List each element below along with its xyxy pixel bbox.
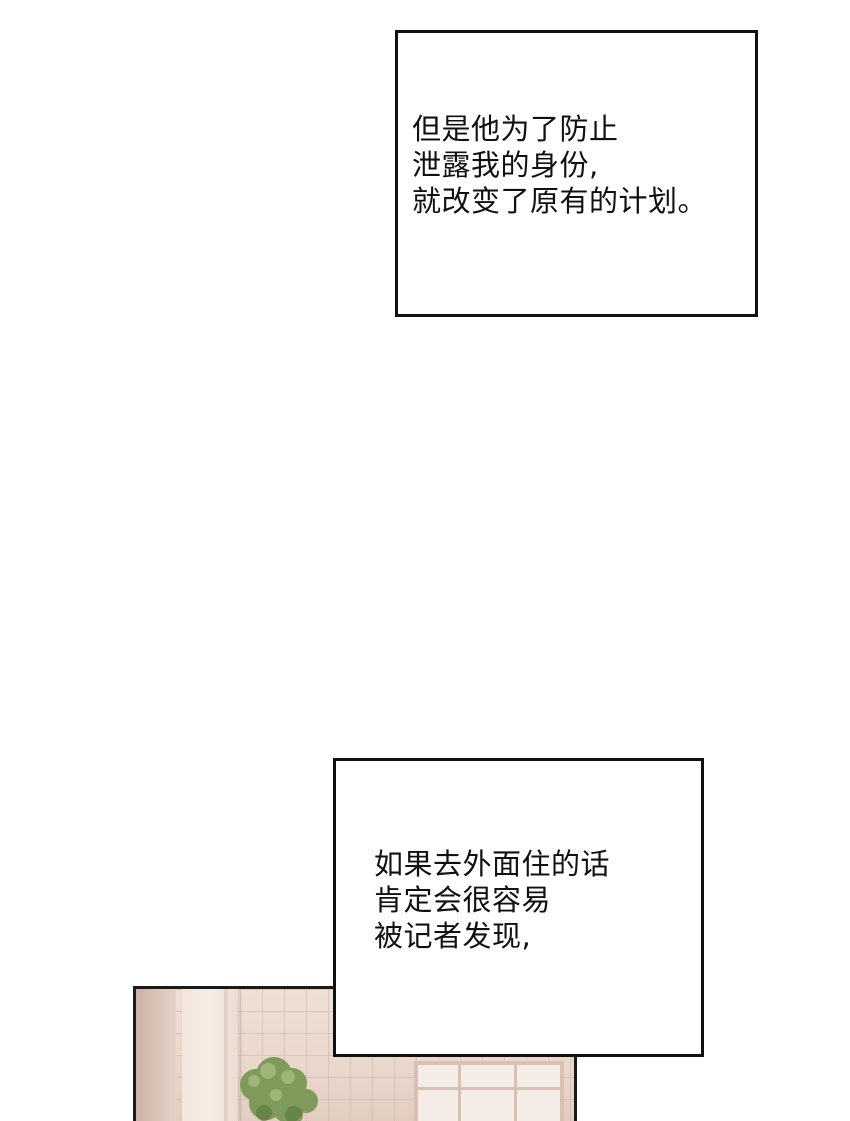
wall-pillar bbox=[182, 989, 238, 1121]
caption-text-top: 但是他为了防止 泄露我的身份, 就改变了原有的计划。 bbox=[412, 111, 707, 219]
window-mullion bbox=[458, 1065, 461, 1121]
caption-line: 就改变了原有的计划。 bbox=[412, 184, 708, 218]
caption-line: 泄露我的身份, bbox=[412, 148, 599, 182]
window-mullion bbox=[514, 1065, 517, 1121]
pillar-edge bbox=[224, 989, 228, 1121]
caption-line: 肯定会很容易 bbox=[374, 883, 552, 917]
caption-box-top: 但是他为了防止 泄露我的身份, 就改变了原有的计划。 bbox=[395, 30, 758, 317]
window bbox=[414, 1061, 564, 1121]
caption-line: 被记者发现, bbox=[374, 919, 532, 953]
left-wall-shadow bbox=[136, 989, 176, 1121]
window-transom bbox=[418, 1087, 560, 1090]
plant-illustration bbox=[240, 1057, 318, 1121]
caption-line: 如果去外面住的话 bbox=[374, 847, 611, 881]
caption-box-bottom: 如果去外面住的话 肯定会很容易 被记者发现, bbox=[333, 758, 704, 1057]
caption-text-bottom: 如果去外面住的话 肯定会很容易 被记者发现, bbox=[374, 846, 610, 954]
caption-line: 但是他为了防止 bbox=[412, 112, 619, 146]
